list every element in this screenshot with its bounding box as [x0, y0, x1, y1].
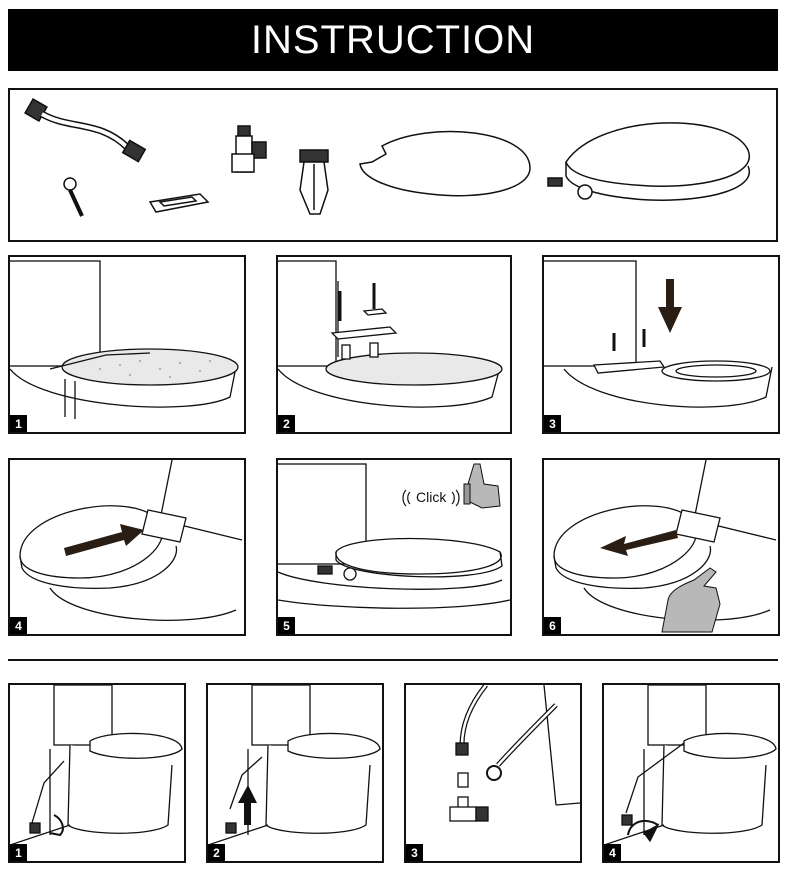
step-2-illustration	[278, 260, 503, 408]
step-number: 4	[604, 844, 621, 861]
install-step-2: 2	[276, 255, 512, 434]
water-step-1: 1	[8, 683, 186, 863]
install-step-3: 3	[542, 255, 780, 434]
step-number: 3	[544, 415, 561, 432]
water-step-4: 4	[602, 683, 780, 863]
t-valve-icon	[231, 125, 267, 173]
anchor-nut-icon	[299, 149, 329, 215]
step-3-illustration	[544, 260, 773, 408]
thumbs-up-icon	[463, 463, 501, 509]
step-6-illustration	[553, 460, 777, 633]
water-step-1-illustration	[10, 685, 183, 846]
install-step-6: 6	[542, 458, 780, 636]
step-number: 6	[544, 617, 561, 634]
step-5-illustration	[278, 463, 510, 609]
install-step-5: Click 5	[276, 458, 512, 636]
bidet-seat-icon	[547, 122, 751, 201]
section-divider	[8, 659, 778, 661]
left-arrow-icon	[600, 530, 678, 556]
mounting-plate-icon	[148, 193, 210, 213]
click-label: Click	[416, 489, 447, 505]
step-number: 2	[278, 415, 295, 432]
down-arrow-icon	[658, 279, 682, 333]
water-step-3: 3	[404, 683, 582, 863]
sound-waves-icon	[402, 489, 460, 507]
install-step-1: 1	[8, 255, 246, 434]
parts-illustration	[24, 98, 751, 217]
install-step-4: 4	[8, 458, 246, 636]
hand-icon	[661, 567, 721, 633]
up-arrow-icon	[238, 785, 257, 825]
bidet-shell-icon	[359, 130, 531, 197]
parts-overview	[8, 88, 778, 242]
water-step-4-illustration	[604, 685, 777, 846]
step-number: 5	[278, 617, 295, 634]
bolt-icon	[63, 177, 84, 217]
step-number: 3	[406, 844, 423, 861]
water-step-3-illustration	[449, 685, 580, 822]
step-number: 1	[10, 844, 27, 861]
instruction-title: INSTRUCTION	[8, 9, 778, 71]
water-step-2-illustration	[208, 685, 381, 846]
step-number: 2	[208, 844, 225, 861]
step-number: 4	[10, 617, 27, 634]
hose-icon	[24, 98, 147, 163]
step-1-illustration	[10, 260, 239, 419]
right-arrow-icon	[64, 524, 144, 556]
step-4-illustration	[19, 460, 243, 621]
step-number: 1	[10, 415, 27, 432]
water-step-2: 2	[206, 683, 384, 863]
